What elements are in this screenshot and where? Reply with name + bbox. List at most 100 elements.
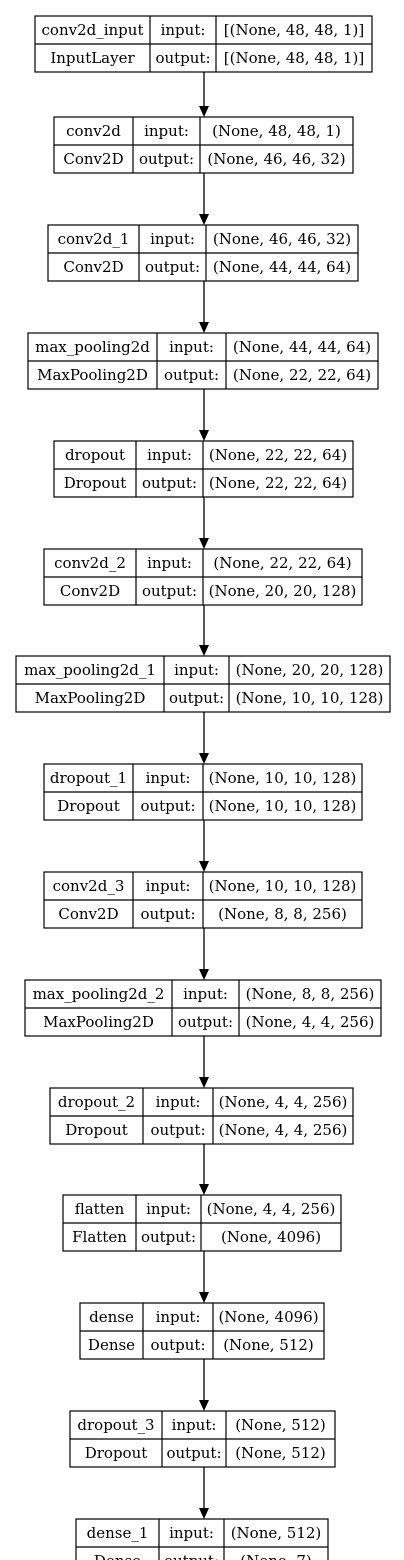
arrowhead-icon <box>199 645 209 656</box>
output-shape: (None, 10, 10, 128) <box>209 797 357 815</box>
arrowhead-icon <box>199 1400 209 1411</box>
layer-type: Conv2D <box>63 150 123 168</box>
input-shape: (None, 4, 4, 256) <box>207 1200 336 1218</box>
input-label: input: <box>150 230 195 248</box>
arrowhead-icon <box>199 1508 209 1519</box>
layer-name: conv2d_3 <box>53 877 125 895</box>
layer-type: Dropout <box>57 797 120 815</box>
output-shape: (None, 8, 8, 256) <box>218 905 347 923</box>
arrowhead-icon <box>199 214 209 225</box>
output-shape: [(None, 48, 48, 1)] <box>224 49 364 67</box>
layer-name: conv2d <box>66 122 121 140</box>
input-label: input: <box>169 1524 214 1542</box>
input-label: input: <box>156 1093 201 1111</box>
arrowhead-icon <box>199 106 209 117</box>
layer-name: max_pooling2d <box>35 338 150 356</box>
layer-name: dropout_1 <box>50 769 127 787</box>
layer-type: InputLayer <box>50 49 135 67</box>
layer-name: dropout_3 <box>77 1416 154 1434</box>
layer-type: Flatten <box>72 1228 127 1246</box>
input-shape: (None, 10, 10, 128) <box>209 769 357 787</box>
input-shape: (None, 48, 48, 1) <box>212 122 341 140</box>
output-label: output: <box>169 689 224 707</box>
output-shape: (None, 20, 20, 128) <box>209 582 357 600</box>
edge-arrow <box>199 712 209 764</box>
edge-arrow <box>199 173 209 225</box>
output-label: output: <box>164 1552 219 1560</box>
edge-arrow <box>199 1467 209 1519</box>
layer-type: Conv2D <box>58 905 118 923</box>
layer-type: Dropout <box>85 1444 148 1462</box>
arrowhead-icon <box>199 538 209 549</box>
output-shape: (None, 22, 22, 64) <box>233 366 371 384</box>
output-shape: (None, 7) <box>240 1552 311 1560</box>
output-label: output: <box>164 366 219 384</box>
input-label: input: <box>147 446 192 464</box>
edge-arrow <box>199 389 209 441</box>
arrowhead-icon <box>199 430 209 441</box>
output-label: output: <box>155 49 210 67</box>
arrowhead-icon <box>199 1292 209 1303</box>
layer-name: flatten <box>75 1200 125 1218</box>
output-shape: (None, 10, 10, 128) <box>236 689 384 707</box>
arrowhead-icon <box>199 861 209 872</box>
layer-type: MaxPooling2D <box>35 689 146 707</box>
arrowhead-icon <box>199 753 209 764</box>
input-label: input: <box>144 122 189 140</box>
layer-node-conv2d-input: conv2d_inputInputLayerinput:output:[(Non… <box>34 15 373 73</box>
input-shape: (None, 4, 4, 256) <box>219 1093 348 1111</box>
output-shape: (None, 512) <box>223 1336 314 1354</box>
input-label: input: <box>156 1308 201 1326</box>
output-label: output: <box>150 1121 205 1139</box>
input-shape: (None, 512) <box>231 1524 322 1542</box>
layer-name: dense_1 <box>87 1524 149 1542</box>
layer-name: max_pooling2d_2 <box>33 985 165 1003</box>
layer-type: Dropout <box>64 474 127 492</box>
output-label: output: <box>140 905 195 923</box>
input-label: input: <box>174 661 219 679</box>
edge-arrow <box>199 281 209 333</box>
output-shape: (None, 512) <box>235 1444 326 1462</box>
input-shape: (None, 22, 22, 64) <box>213 554 351 572</box>
input-label: input: <box>169 338 214 356</box>
input-shape: (None, 8, 8, 256) <box>246 985 375 1003</box>
edge-arrow <box>199 72 209 117</box>
arrowhead-icon <box>199 322 209 333</box>
edge-arrow <box>199 605 209 656</box>
layer-type: Conv2D <box>63 258 123 276</box>
layer-type: MaxPooling2D <box>43 1013 154 1031</box>
output-label: output: <box>150 1336 205 1354</box>
layer-name: dense <box>89 1308 134 1326</box>
output-label: output: <box>142 582 197 600</box>
input-label: input: <box>146 877 191 895</box>
input-shape: (None, 22, 22, 64) <box>209 446 347 464</box>
layer-node-max-pooling2d-2: max_pooling2d_2MaxPooling2Dinput:output:… <box>24 979 382 1037</box>
edge-arrow <box>199 1036 209 1088</box>
output-shape: (None, 4, 4, 256) <box>219 1121 348 1139</box>
input-shape: (None, 44, 44, 64) <box>233 338 371 356</box>
layer-name: conv2d_input <box>42 21 144 39</box>
layer-name: max_pooling2d_1 <box>24 661 156 679</box>
edge-arrow <box>199 1251 209 1303</box>
output-shape: (None, 4096) <box>221 1228 321 1246</box>
output-shape: (None, 46, 46, 32) <box>207 150 345 168</box>
layer-node-max-pooling2d: max_pooling2dMaxPooling2Dinput:output:(N… <box>27 332 379 390</box>
layer-type: Dense <box>88 1336 135 1354</box>
input-shape: (None, 46, 46, 32) <box>213 230 351 248</box>
arrowhead-icon <box>199 1077 209 1088</box>
layer-name: dropout_2 <box>58 1093 135 1111</box>
input-shape: [(None, 48, 48, 1)] <box>224 21 364 39</box>
input-label: input: <box>147 554 192 572</box>
edge-arrow <box>199 1144 209 1195</box>
input-label: input: <box>146 769 191 787</box>
output-label: output: <box>139 150 194 168</box>
